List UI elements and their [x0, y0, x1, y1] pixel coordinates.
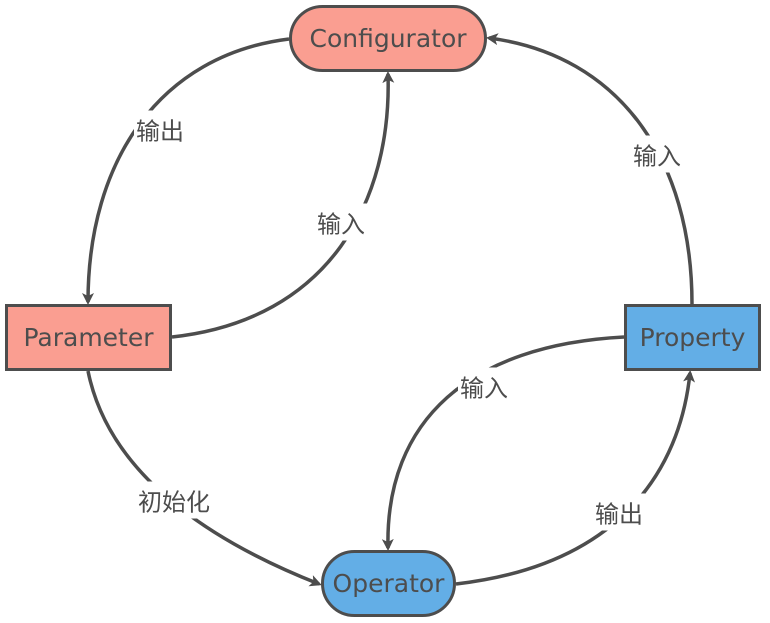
edge-label-operator-to-property: 输出 [593, 493, 645, 531]
node-parameter[interactable]: Parameter [5, 304, 172, 371]
edge-property-to-configurator [486, 33, 694, 305]
edge-label-configurator-to-parameter: 输出 [134, 110, 186, 148]
edge-configurator-to-parameter [82, 37, 290, 305]
node-configurator[interactable]: Configurator [289, 5, 487, 72]
edge-parameter-to-operator [86, 370, 322, 587]
node-configurator-label: Configurator [309, 24, 467, 53]
node-operator[interactable]: Operator [321, 550, 456, 617]
edge-label-property-to-operator: 输入 [458, 367, 510, 405]
edge-operator-to-property [455, 370, 696, 586]
node-parameter-label: Parameter [23, 323, 154, 352]
edge-label-parameter-to-configurator: 输入 [315, 203, 367, 241]
node-property[interactable]: Property [624, 304, 761, 371]
edge-property-to-operator [381, 335, 625, 551]
edge-label-property-to-configurator: 输入 [631, 135, 683, 173]
edge-parameter-to-configurator [171, 71, 395, 339]
node-property-label: Property [639, 323, 746, 352]
edge-label-parameter-to-operator: 初始化 [136, 481, 212, 519]
node-operator-label: Operator [332, 569, 445, 598]
